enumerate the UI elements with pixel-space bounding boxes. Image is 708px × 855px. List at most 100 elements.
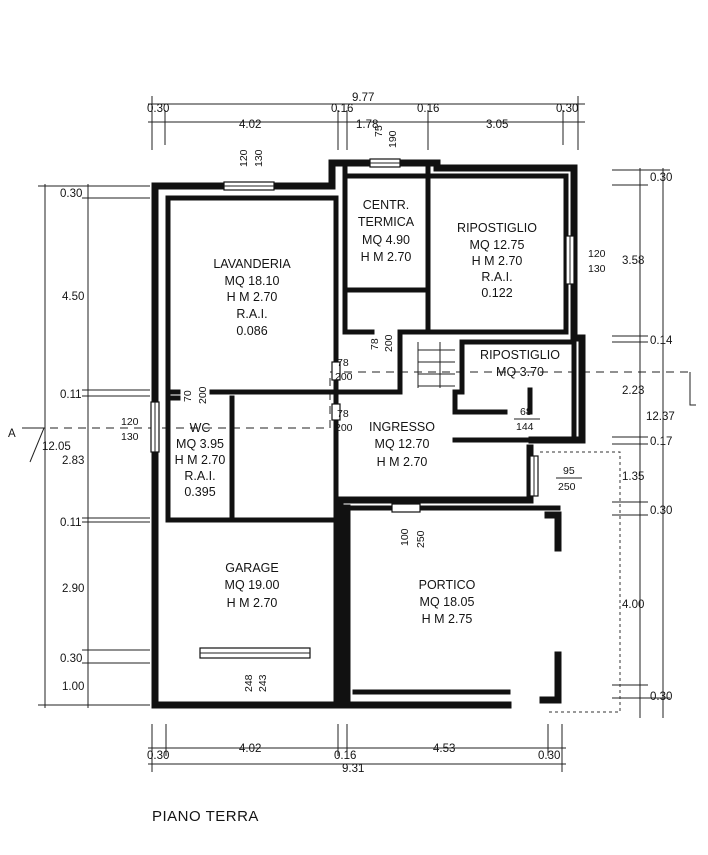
dim-bottom-c: 0.16: [334, 750, 356, 762]
dim-top-a: 0.30: [147, 103, 169, 115]
room-height: H M 2.70: [227, 596, 278, 610]
wc-window-w: 120: [121, 416, 139, 428]
dim-left-d: 2.83: [62, 455, 84, 467]
door-portico-w: 95: [563, 465, 575, 477]
room-height: H M 2.70: [361, 250, 412, 264]
door-lav-w: 78: [337, 357, 349, 369]
dim-right-a: 0.30: [650, 172, 672, 184]
dim-bottom-b: 4.02: [239, 743, 261, 755]
room-area: MQ 4.90: [362, 233, 410, 247]
dim-left-h: 1.00: [62, 681, 84, 693]
ct-window-w: 75: [373, 125, 385, 137]
dim-right-e: 0.17: [650, 436, 672, 448]
ct-window-h: 190: [387, 130, 399, 148]
dim-left-total: 12.05: [42, 441, 71, 453]
rip-window-h: 130: [588, 263, 606, 275]
room-area: MQ 12.75: [470, 238, 525, 252]
room-area: MQ 18.10: [225, 274, 280, 288]
dims-right: 0.30 3.58 0.14 2.23 12.37 0.17 1.35 0.30…: [622, 172, 675, 703]
room-name: INGRESSO: [369, 420, 435, 434]
rai-label: R.A.I.: [236, 307, 267, 321]
dim-bottom-a: 0.30: [147, 750, 169, 762]
rai-label: R.A.I.: [481, 270, 512, 284]
room-height: H M 2.70: [472, 254, 523, 268]
wc-window-h: 130: [121, 431, 139, 443]
dims-left: 0.30 4.50 0.11 A 12.05 2.83 0.11 2.90 0.…: [8, 188, 84, 693]
dim-bottom-e: 0.30: [538, 750, 560, 762]
dim-top-d: 0.30: [556, 103, 578, 115]
dim-right-h: 4.00: [622, 599, 644, 611]
dim-right-b: 3.58: [622, 255, 644, 267]
dim-bottom-d: 4.53: [433, 743, 455, 755]
room-height: H M 2.70: [227, 290, 278, 304]
dim-right-i: 0.30: [650, 691, 672, 703]
lav-window-w: 120: [238, 149, 250, 167]
door-wc-w: 70: [182, 390, 194, 402]
dim-top-b: 0.16: [331, 103, 353, 115]
dim-top-c: 0.16: [417, 103, 439, 115]
room-centrale-termica: CENTR. TERMICA MQ 4.90 H M 2.70: [358, 198, 415, 264]
dim-right-g: 0.30: [650, 505, 672, 517]
garage-door-w: 248: [243, 674, 255, 692]
garage-door-h: 243: [257, 674, 269, 692]
rai-value: 0.122: [481, 286, 512, 300]
room-name: RIPOSTIGLIO: [457, 221, 537, 235]
dim-bottom-total: 9.31: [342, 763, 364, 775]
dim-left-b: 4.50: [62, 291, 84, 303]
dimension-lines: [38, 96, 670, 772]
dim-right-d: 2.23: [622, 385, 644, 397]
rai-value: 0.086: [236, 324, 267, 338]
room-height: H M 2.70: [377, 455, 428, 469]
room-name: WC: [190, 421, 211, 435]
dim-right-f: 1.35: [622, 471, 644, 483]
plan-title: PIANO TERRA: [152, 808, 259, 825]
room-ripostiglio-1: RIPOSTIGLIO MQ 12.75 H M 2.70 R.A.I. 0.1…: [457, 221, 537, 300]
room-name: RIPOSTIGLIO: [480, 348, 560, 362]
room-area: MQ 3.95: [176, 437, 224, 451]
door-ct-h: 200: [383, 334, 395, 352]
door-rip-h: 144: [516, 421, 534, 433]
door-garage-w: 78: [337, 408, 349, 420]
door-lav-h: 200: [335, 371, 353, 383]
dim-left-e: 0.11: [60, 517, 82, 529]
room-name: GARAGE: [225, 561, 279, 575]
dim-right-c: 0.14: [650, 335, 673, 347]
dim-left-g: 0.30: [60, 653, 82, 665]
room-ripostiglio-2: RIPOSTIGLIO MQ 3.70: [480, 348, 560, 379]
dims-bottom: 4.02 4.53 0.30 0.16 0.30 9.31: [147, 743, 560, 775]
door-garage-h: 200: [335, 422, 353, 434]
door-portico-h: 250: [558, 481, 576, 493]
rai-label: R.A.I.: [184, 469, 215, 483]
dim-top-g: 3.05: [486, 119, 508, 131]
room-name-2: TERMICA: [358, 215, 415, 229]
porch-outline: [540, 451, 621, 713]
room-garage: GARAGE MQ 19.00 H M 2.70: [225, 561, 280, 610]
room-portico: PORTICO MQ 18.05 H M 2.75: [419, 578, 476, 626]
room-wc: WC MQ 3.95 H M 2.70 R.A.I. 0.395: [175, 421, 226, 499]
room-height: H M 2.70: [175, 453, 226, 467]
dim-top-f: 1.78: [356, 119, 378, 131]
room-name: PORTICO: [419, 578, 476, 592]
door-ingresso-w: 100: [399, 528, 411, 546]
dim-left-marker: A: [8, 428, 16, 440]
openings: [150, 158, 575, 659]
room-lavanderia: LAVANDERIA MQ 18.10 H M 2.70 R.A.I. 0.08…: [213, 257, 291, 338]
room-name: LAVANDERIA: [213, 257, 291, 271]
dims-top: 9.77 0.30 0.16 0.16 0.30 4.02 1.78 3.05: [147, 92, 578, 131]
dim-left-c: 0.11: [60, 389, 82, 401]
room-area: MQ 18.05: [420, 595, 475, 609]
room-name: CENTR.: [363, 198, 410, 212]
dim-top-e: 4.02: [239, 119, 261, 131]
opening-labels: 120 130 75 190 120 130 120 130 78 200 78…: [121, 125, 606, 692]
room-area: MQ 12.70: [375, 437, 430, 451]
rai-value: 0.395: [184, 485, 215, 499]
dim-top-total: 9.77: [352, 92, 374, 104]
section-line: [22, 371, 696, 463]
room-area: MQ 19.00: [225, 578, 280, 592]
dim-right-total: 12.37: [646, 411, 675, 423]
room-ingresso: INGRESSO MQ 12.70 H M 2.70: [369, 420, 435, 469]
dim-left-f: 2.90: [62, 583, 84, 595]
room-area: MQ 3.70: [496, 365, 544, 379]
door-ingresso-h: 250: [415, 530, 427, 548]
